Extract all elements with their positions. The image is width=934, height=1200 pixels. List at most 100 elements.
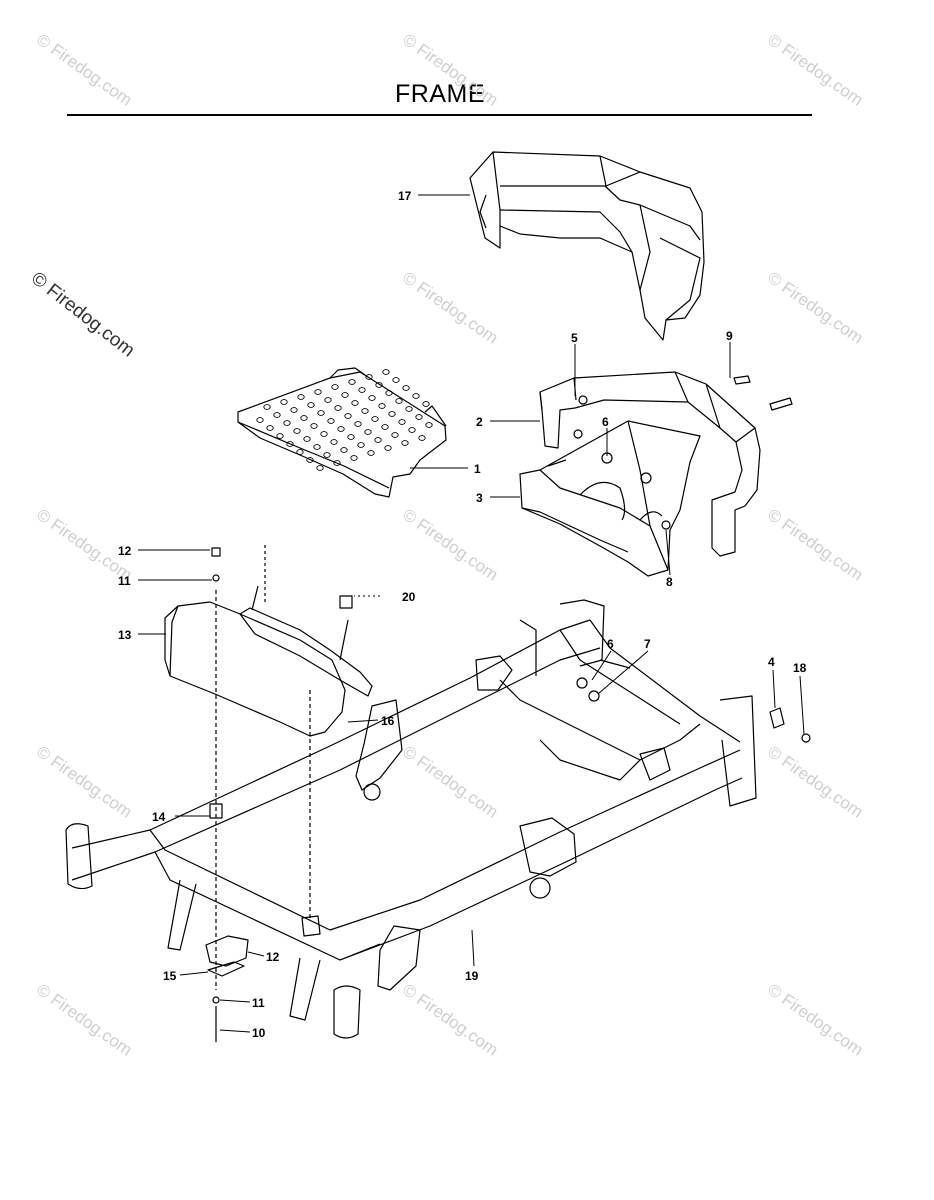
plate-hole (395, 398, 403, 404)
plate-perforations (256, 369, 433, 471)
callout-5: 5 (571, 331, 578, 345)
plate-hole (331, 384, 339, 390)
part-1-floor-plate[interactable] (237, 367, 447, 498)
plate-hole (307, 402, 315, 408)
plate-hole (368, 395, 376, 401)
plate-hole (317, 410, 325, 416)
callout-1: 1 (474, 462, 481, 476)
plate-hole (276, 433, 284, 439)
callout-12: 12 (118, 544, 132, 558)
plate-hole (337, 426, 345, 432)
callout-4: 4 (768, 655, 775, 669)
part-3-seat-support[interactable] (519, 420, 701, 577)
leader-lines (138, 194, 805, 1033)
plate-hole (300, 415, 308, 421)
plate-hole (351, 400, 359, 406)
plate-hole (283, 420, 291, 426)
callout-3: 3 (476, 491, 483, 505)
plate-hole (357, 442, 365, 448)
callout-11: 11 (118, 574, 131, 588)
callout-numbers: 17 5 9 2 6 1 3 8 12 11 20 13 6 7 4 18 16… (118, 189, 807, 1040)
hardware-stack-left[interactable] (205, 547, 321, 1042)
callout-2: 2 (476, 415, 483, 429)
part-17-rear-cover[interactable] (469, 151, 705, 341)
plate-hole (385, 390, 393, 396)
plate-hole (422, 401, 430, 407)
plate-hole (365, 374, 373, 380)
plate-hole (266, 425, 274, 431)
part-19-main-frame[interactable] (65, 599, 757, 1039)
plate-hole (415, 414, 423, 420)
callout-15: 15 (163, 969, 177, 983)
plate-hole (314, 389, 322, 395)
plate-hole (341, 392, 349, 398)
plate-hole (348, 379, 356, 385)
plate-hole (320, 431, 328, 437)
plate-hole (374, 437, 382, 443)
plate-hole (358, 387, 366, 393)
plate-hole (306, 457, 314, 463)
plate-hole (333, 460, 341, 466)
plate-hole (323, 452, 331, 458)
callout-13: 13 (118, 628, 132, 642)
plate-hole (347, 434, 355, 440)
part-2-bracket-frame[interactable] (539, 371, 761, 557)
seat-mount-plate[interactable] (239, 545, 373, 697)
callout-9: 9 (726, 329, 733, 343)
callout-11: 11 (252, 996, 265, 1010)
diagram-title: FRAME (395, 80, 485, 108)
plate-hole (290, 407, 298, 413)
plate-hole (316, 465, 324, 471)
plate-hole (310, 423, 318, 429)
plate-hole (378, 403, 386, 409)
plate-hole (391, 432, 399, 438)
plate-hole (324, 397, 332, 403)
plate-hole (334, 405, 342, 411)
callout-6: 6 (607, 637, 614, 651)
callout-17: 17 (398, 189, 412, 203)
callout-19: 19 (465, 969, 479, 983)
plate-hole (398, 419, 406, 425)
callout-12: 12 (266, 950, 280, 964)
plate-hole (350, 455, 358, 461)
plate-hole (384, 445, 392, 451)
callout-7: 7 (644, 637, 651, 651)
plate-hole (382, 369, 390, 375)
plate-hole (367, 450, 375, 456)
plate-hole (375, 382, 383, 388)
callout-6: 6 (602, 415, 609, 429)
plate-hole (344, 413, 352, 419)
callout-8: 8 (666, 575, 673, 589)
plate-hole (293, 428, 301, 434)
plate-hole (340, 447, 348, 453)
plate-hole (273, 412, 281, 418)
plate-hole (361, 408, 369, 414)
plate-hole (405, 406, 413, 412)
callout-16: 16 (381, 714, 395, 728)
callout-10: 10 (252, 1026, 266, 1040)
plate-hole (286, 441, 294, 447)
plate-hole (388, 411, 396, 417)
plate-hole (263, 404, 271, 410)
plate-hole (425, 422, 433, 428)
title-underline (67, 114, 812, 116)
plate-hole (381, 424, 389, 430)
plate-hole (296, 449, 304, 455)
callout-20: 20 (402, 590, 416, 604)
callout-14: 14 (152, 810, 166, 824)
hardware-4-18[interactable] (769, 707, 811, 743)
plate-hole (364, 429, 372, 435)
plate-hole (330, 439, 338, 445)
callout-18: 18 (793, 661, 807, 675)
plate-hole (402, 385, 410, 391)
plate-hole (354, 421, 362, 427)
plate-hole (297, 394, 305, 400)
plate-hole (418, 435, 426, 441)
plate-hole (256, 417, 264, 423)
part-13-cushion[interactable] (164, 601, 346, 737)
plate-hole (401, 440, 409, 446)
bracket-fasteners[interactable] (547, 375, 793, 530)
plate-hole (327, 418, 335, 424)
